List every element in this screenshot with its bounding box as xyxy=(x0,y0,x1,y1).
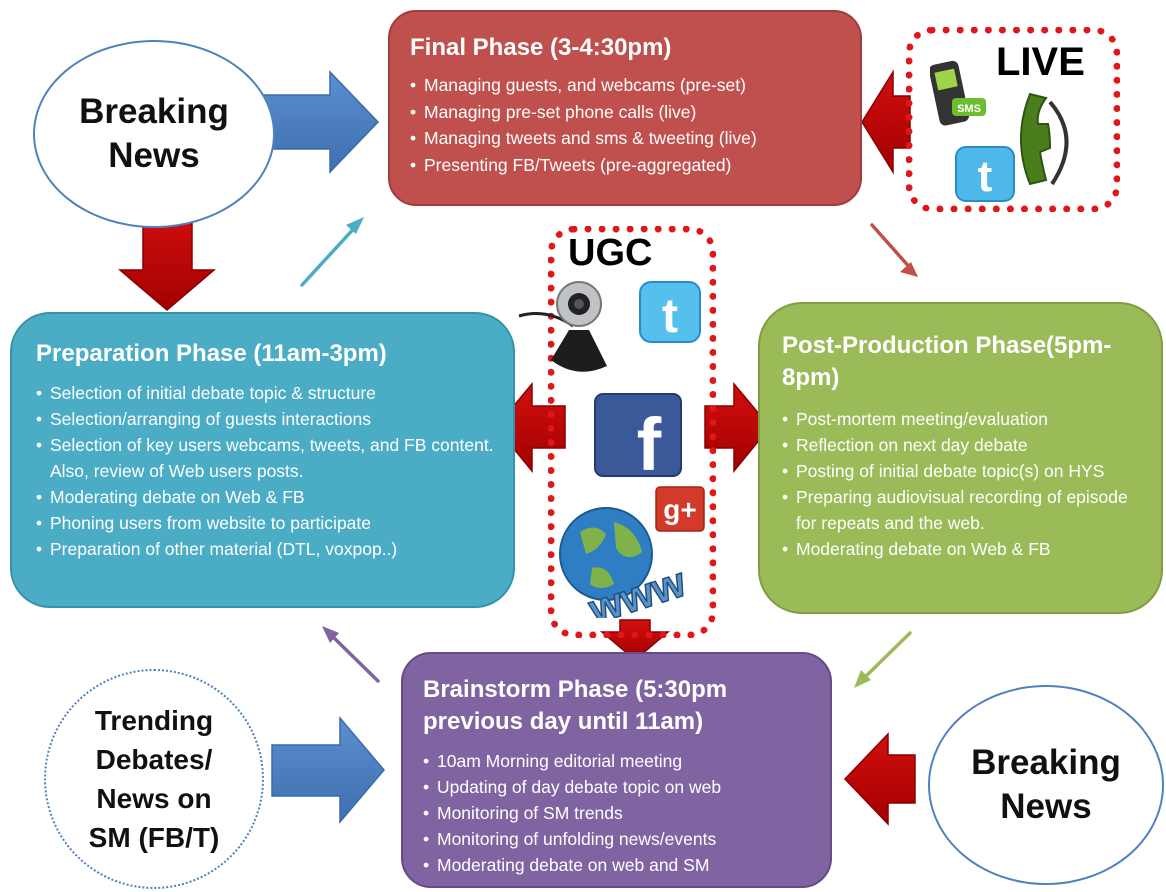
twitter-icon: t xyxy=(638,280,702,344)
trending-ellipse: Trending Debates/ News on SM (FB/T) xyxy=(44,669,264,889)
list-item: Presenting FB/Tweets (pre-aggregated) xyxy=(410,152,860,179)
svg-text:t: t xyxy=(662,290,678,343)
preparation-phase-box: Preparation Phase (11am-3pm) Selection o… xyxy=(10,312,515,608)
ugc-box xyxy=(548,226,716,638)
phone-handset-icon xyxy=(1002,84,1082,194)
list-item: Moderating debate on Web & FB xyxy=(782,536,1149,562)
list-item: Managing pre-set phone calls (live) xyxy=(410,99,860,126)
list-item: Post-mortem meeting/evaluation xyxy=(782,406,1149,432)
ugc-label: UGC xyxy=(568,232,653,274)
list-item: Selection/arranging of guests interactio… xyxy=(36,406,496,432)
google-plus-icon: g+ xyxy=(655,486,705,532)
list-item: Moderating debate on web and SM xyxy=(423,852,830,878)
final-phase-title: Final Phase (3-4:30pm) xyxy=(410,34,672,61)
sms-text: SMS xyxy=(957,103,981,115)
breaking-news-label: Breaking News xyxy=(971,743,1121,826)
live-box xyxy=(906,27,1120,212)
cycle-arrow-prep-to-final xyxy=(300,222,360,287)
post-production-phase-title: Post-Production Phase(5pm-8pm) xyxy=(782,332,1112,391)
list-item: 10am Morning editorial meeting xyxy=(423,748,830,774)
list-item: Monitoring of SM trends xyxy=(423,800,830,826)
list-item: Preparation of other material (DTL, voxp… xyxy=(36,536,496,562)
list-item: Preparing audiovisual recording of episo… xyxy=(782,484,1149,536)
final-phase-list: Managing guests, and webcams (pre-set) M… xyxy=(410,72,860,178)
breaking-news-ellipse: Breaking News xyxy=(33,40,275,228)
arrow-breaking2-to-brainstorm xyxy=(843,732,916,826)
cycle-arrow-final-to-post xyxy=(870,223,914,272)
sms-phone-icon: SMS xyxy=(929,58,986,132)
post-production-phase-list: Post-mortem meeting/evaluation Reflectio… xyxy=(782,406,1149,562)
twitter-icon: t xyxy=(954,145,1016,203)
list-item: Managing guests, and webcams (pre-set) xyxy=(410,72,860,99)
brainstorm-phase-list: 10am Morning editorial meeting Updating … xyxy=(423,748,830,878)
list-item: Managing tweets and sms & tweeting (live… xyxy=(410,125,860,152)
arrow-trending-to-brainstorm xyxy=(271,715,385,825)
brainstorm-phase-box: Brainstorm Phase (5:30pm previous day un… xyxy=(401,652,832,888)
list-item: Selection of key users webcams, tweets, … xyxy=(36,432,496,484)
list-item: Phoning users from website to participat… xyxy=(36,510,496,536)
preparation-phase-title: Preparation Phase (11am-3pm) xyxy=(36,340,387,367)
arrow-breaking-to-final xyxy=(261,70,380,174)
svg-text:t: t xyxy=(978,152,993,201)
svg-text:f: f xyxy=(637,403,662,478)
cycle-arrow-post-to-brainstorm xyxy=(860,631,912,682)
arrow-live-to-final xyxy=(861,69,911,175)
live-label: LIVE xyxy=(996,40,1085,84)
cycle-arrow-brainstorm-to-prep xyxy=(328,632,380,683)
trending-label: Trending Debates/ News on SM (FB/T) xyxy=(88,705,220,853)
brainstorm-phase-title: Brainstorm Phase (5:30pm previous day un… xyxy=(423,676,728,735)
preparation-phase-list: Selection of initial debate topic & stru… xyxy=(36,380,496,562)
list-item: Moderating debate on Web & FB xyxy=(36,484,496,510)
list-item: Reflection on next day debate xyxy=(782,432,1149,458)
final-phase-box: Final Phase (3-4:30pm) Managing guests, … xyxy=(388,10,862,206)
list-item: Monitoring of unfolding news/events xyxy=(423,826,830,852)
post-production-phase-box: Post-Production Phase(5pm-8pm) Post-mort… xyxy=(758,302,1163,614)
list-item: Selection of initial debate topic & stru… xyxy=(36,380,496,406)
svg-text:g+: g+ xyxy=(663,494,696,525)
breaking-news-label: Breaking News xyxy=(79,92,229,175)
list-item: Posting of initial debate topic(s) on HY… xyxy=(782,458,1149,484)
facebook-icon: f xyxy=(593,392,683,486)
webcam-icon xyxy=(517,268,613,382)
breaking-news-ellipse: Breaking News xyxy=(928,685,1164,885)
list-item: Updating of day debate topic on web xyxy=(423,774,830,800)
